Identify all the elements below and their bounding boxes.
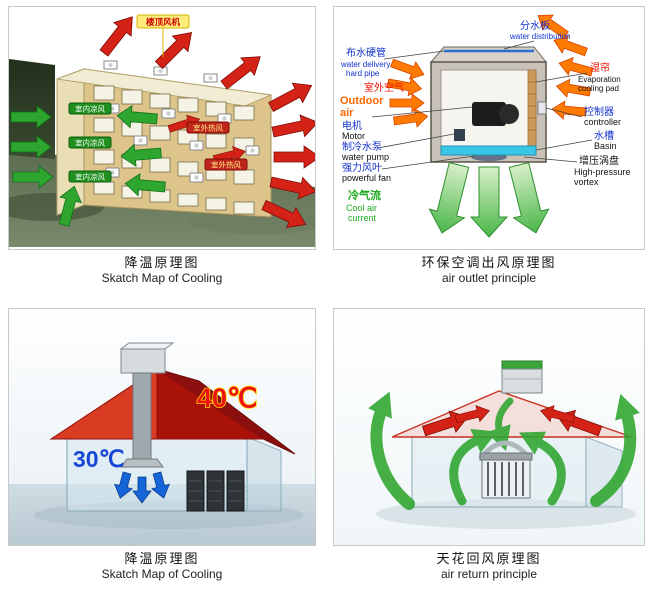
indoor-cool-chip-label: 室内凉风 [75, 104, 105, 114]
vortex-label-en2: vortex [574, 177, 599, 187]
motor-label-en: Motor [342, 131, 365, 141]
building-cooling-diagram: 楼顶风机 室内凉风 室内凉风 室内凉风 室外热风 室外热风 [9, 14, 315, 247]
duct [132, 372, 152, 460]
outdoor-hot-chips: 室外热风 室外热风 [186, 121, 248, 171]
caption-en: air outlet principle [441, 271, 537, 285]
panel-cooling-house: 40℃ 30℃ [8, 308, 316, 546]
roof-fan-chip: 楼顶风机 [136, 14, 190, 57]
rooftop-cooler-and-duct [119, 342, 175, 468]
basin [440, 145, 537, 156]
basin-label-en: Basin [594, 141, 617, 151]
vortex-label-zh: 增压涡盘 [579, 154, 619, 167]
server-cabinets [186, 470, 245, 512]
cooling-house-diagram: 40℃ 30℃ [9, 309, 315, 545]
return-air-green-arrows [368, 391, 640, 510]
pad-label-en2: cooling pad [578, 84, 619, 93]
dist-label-en: water distribution [509, 32, 570, 41]
caption-zh: 降温原理图 [124, 551, 200, 566]
outdoor-air-orange-arrows [386, 14, 594, 128]
caption-zh: 降温原理图 [124, 255, 200, 270]
motor [472, 102, 519, 126]
caption-en: Skatch Map of Cooling [101, 567, 223, 581]
outdoor-air-label-en2: air [340, 107, 354, 119]
controller-label-zh: 控制器 [584, 105, 614, 118]
cool-air-down-arrows [428, 161, 550, 238]
caption-air-outlet: 环保空调出风原理图 air outlet principle [333, 254, 645, 286]
cool-air-green-arrows [10, 104, 166, 227]
house [49, 368, 296, 512]
indoor-temp-label: 30℃ [73, 446, 124, 472]
cooling-pad [527, 69, 537, 147]
outdoor-hot-chip-label: 室外热风 [211, 160, 241, 170]
roof-fan-units [103, 60, 218, 83]
water-pipe-label-en2: hard pipe [346, 69, 380, 78]
hot-air-red-arrows [421, 405, 603, 437]
caption-en: air return principle [440, 567, 538, 581]
panel-building-cooling: 楼顶风机 室内凉风 室内凉风 室内凉风 室外热风 室外热风 [8, 6, 316, 250]
indoor-cool-chip-label: 室内凉风 [75, 138, 105, 148]
controller-box [537, 101, 547, 115]
cool-air-label-en2: current [348, 213, 377, 223]
left-labels: 布水硬管 water delivery hard pipe 室外空气 Outdo… [340, 46, 404, 223]
right-labels: 分水板 water distribution 湿帘 Evaporation co… [509, 19, 631, 187]
basin-label-zh: 水槽 [594, 129, 614, 142]
roof-fan-chip-label: 楼顶风机 [146, 17, 181, 27]
panel-air-outlet: 布水硬管 water delivery hard pipe 室外空气 Outdo… [333, 6, 645, 250]
leader-lines [371, 40, 593, 170]
air-return-diagram [334, 309, 644, 545]
vortex-label-en1: High-pressure [574, 167, 631, 177]
controller-label-en: controller [584, 117, 621, 127]
caption-en: Skatch Map of Cooling [101, 271, 223, 285]
outdoor-air-label-zh: 室外空气 [364, 81, 404, 94]
outdoor-air-label-en1: Outdoor [340, 95, 384, 107]
hot-air-red-arrows [99, 16, 315, 229]
outdoor-hot-chip-label: 室外热风 [193, 123, 223, 133]
cool-air-label-en1: Cool air [346, 203, 377, 213]
dist-label-zh: 分水板 [520, 19, 550, 32]
roof-right-slope [156, 368, 265, 440]
panel-air-return [333, 308, 645, 546]
diffuser [120, 458, 164, 468]
caption-air-return: 天花回风原理图 air return principle [333, 550, 645, 582]
caption-cooling-house: 降温原理图 Skatch Map of Cooling [8, 550, 316, 582]
pad-label-zh: 湿帘 [590, 61, 610, 74]
caption-building-cooling: 降温原理图 Skatch Map of Cooling [8, 254, 316, 286]
cooler-unit [429, 46, 548, 163]
motor-label-zh: 电机 [342, 119, 362, 132]
caption-zh: 环保空调出风原理图 [421, 255, 557, 270]
label-chips: 楼顶风机 室内凉风 室内凉风 室内凉风 室外热风 室外热风 [68, 14, 248, 183]
pad-label-en1: Evaporation [578, 75, 621, 84]
indoor-cool-chip-label: 室内凉风 [75, 172, 105, 182]
pump-label-zh: 制冷水泵 [342, 140, 382, 153]
air-outlet-diagram: 布水硬管 water delivery hard pipe 室外空气 Outdo… [340, 14, 631, 238]
water-pump [454, 129, 465, 141]
fan-label-zh: 强力风叶 [342, 161, 382, 174]
rooftop-cooler-unit [501, 360, 543, 394]
cool-air-label-zh: 冷气流 [348, 188, 381, 202]
indoor-cooling-pad [478, 440, 533, 499]
water-pipe-label-zh: 布水硬管 [346, 46, 386, 59]
fan-label-en: powerful fan [342, 173, 391, 183]
outdoor-temp-label: 40℃ [197, 383, 257, 413]
pump-label-en: water pump [341, 152, 389, 162]
water-pipe-label-en1: water delivery [340, 60, 390, 69]
cool-air-blue-arrows [114, 471, 170, 504]
indoor-cool-chips: 室内凉风 室内凉风 室内凉风 [68, 102, 112, 183]
wall-cooler-units [105, 103, 260, 183]
caption-zh: 天花回风原理图 [436, 551, 542, 566]
